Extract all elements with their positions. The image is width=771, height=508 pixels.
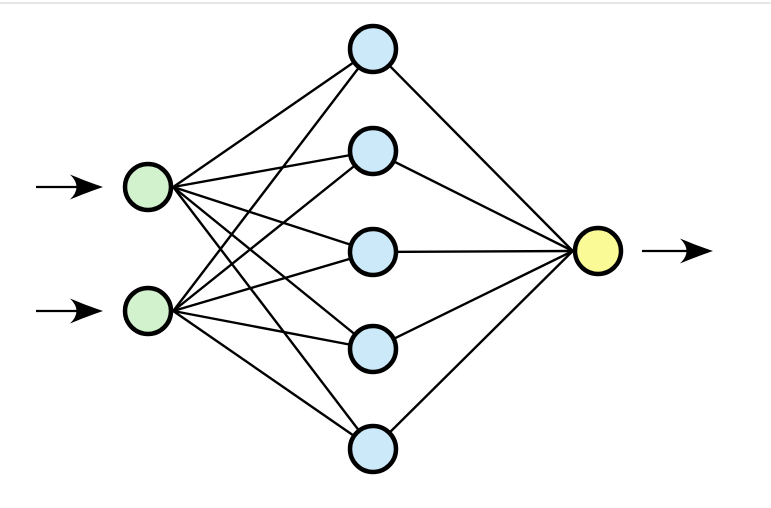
input-arrow-2	[36, 298, 103, 324]
hidden-node-4	[347, 323, 399, 375]
hidden-node-2	[347, 125, 399, 177]
input-arrow-1-head-icon	[70, 174, 103, 200]
edge-i2-h1	[172, 48, 374, 312]
hidden-node-1	[347, 23, 399, 75]
edge-i2-h2	[172, 150, 374, 312]
edge-i2-h4	[173, 309, 374, 351]
hidden-node-5	[347, 423, 399, 475]
output-node-1	[572, 225, 624, 277]
edge-i2-h5	[172, 310, 374, 450]
edge-i1-h2	[173, 149, 374, 189]
input-arrow-1	[36, 174, 103, 200]
input-node-1	[122, 161, 174, 213]
edge-i2-h3	[172, 250, 374, 313]
edge-h2-o1	[372, 149, 574, 253]
edge-h4-o1	[372, 249, 574, 351]
edge-i1-h1	[172, 48, 374, 188]
top-divider	[0, 2, 771, 4]
edge-i1-h5	[172, 186, 374, 450]
input-node-2	[122, 285, 174, 337]
edge-h3-o1	[372, 249, 573, 254]
output-arrow-head-icon	[680, 238, 713, 264]
edge-i1-h3	[172, 185, 374, 254]
hidden-node-3	[347, 226, 399, 278]
input-arrow-2-head-icon	[70, 298, 103, 324]
edge-h5-o1	[372, 250, 574, 450]
output-arrow	[642, 238, 713, 264]
edges	[172, 48, 574, 450]
edge-h1-o1	[372, 48, 574, 252]
edge-i1-h4	[172, 186, 374, 350]
